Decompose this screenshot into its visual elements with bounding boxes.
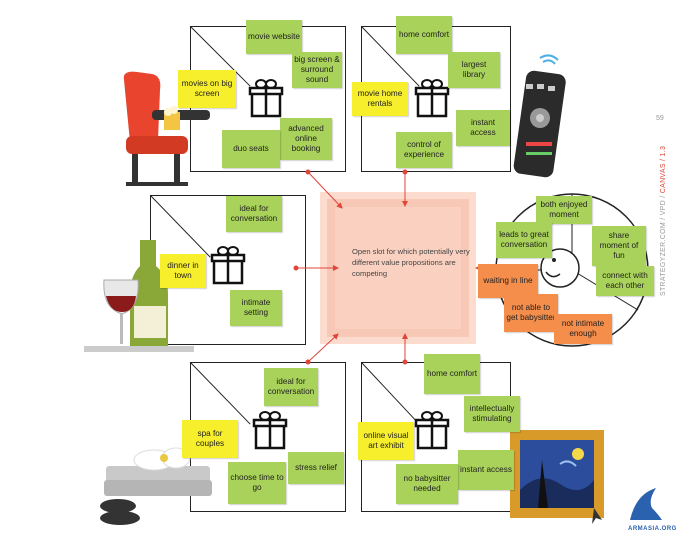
box-diagonal bbox=[151, 196, 211, 258]
note-no-babysitter-pain: not able to get babysitter bbox=[504, 294, 558, 332]
open-slot bbox=[320, 192, 476, 344]
gift-icon bbox=[210, 246, 246, 285]
wine-icon bbox=[84, 240, 194, 352]
gift-icon bbox=[248, 79, 284, 118]
note-waiting-in-line: waiting in line bbox=[478, 264, 538, 298]
note-advanced-booking: advanced online booking bbox=[280, 118, 332, 160]
note-movie-home-rentals: movie home rentals bbox=[352, 82, 408, 116]
page-number: 59 bbox=[656, 115, 664, 122]
box-diagonal bbox=[191, 363, 251, 425]
note-movie-website: movie website bbox=[246, 20, 302, 54]
gift-icon bbox=[414, 411, 450, 450]
open-slot-text: Open slot for which potentially very dif… bbox=[352, 247, 470, 278]
note-stress-relief: stress relief bbox=[288, 452, 344, 484]
note-online-art-exhibit: online visual art exhibit bbox=[358, 422, 414, 460]
note-duo-seats: duo seats bbox=[222, 130, 280, 168]
note-intellectually-stimulating: intellectually stimulating bbox=[464, 396, 520, 432]
box-diagonal bbox=[362, 27, 420, 87]
note-dinner-in-town: dinner in town bbox=[160, 254, 206, 288]
note-instant-access: instant access bbox=[456, 110, 510, 146]
note-connect-each-other: connect with each other bbox=[596, 266, 654, 296]
note-ideal-conversation-2: ideal for conversation bbox=[264, 368, 318, 406]
note-intimate-setting: intimate setting bbox=[230, 290, 282, 326]
brand-text: ARMASIA.ORG bbox=[628, 526, 677, 532]
spa-stones-icon bbox=[100, 447, 212, 525]
note-share-fun: share moment of fun bbox=[592, 226, 646, 266]
gift-icon bbox=[414, 79, 450, 118]
note-no-babysitter: no babysitter needed bbox=[396, 464, 458, 504]
note-control-experience: control of experience bbox=[396, 132, 452, 168]
note-great-conversation: leads to great conversation bbox=[496, 222, 552, 258]
remote-control-icon bbox=[513, 54, 566, 178]
note-largest-library: largest library bbox=[448, 52, 500, 88]
note-ideal-conversation: ideal for conversation bbox=[226, 196, 282, 232]
cinema-seat-icon bbox=[123, 71, 210, 186]
note-spa-couples: spa for couples bbox=[182, 420, 238, 458]
note-home-comfort-2: home comfort bbox=[424, 354, 480, 394]
starry-night-painting-icon bbox=[510, 430, 604, 524]
note-big-screen-surround: big screen & surround sound bbox=[292, 52, 342, 88]
note-movies-big-screen: movies on big screen bbox=[178, 70, 236, 108]
note-instant-access-2: instant access bbox=[458, 450, 514, 490]
brand-logo-icon bbox=[630, 488, 662, 520]
side-label: STRATEGYZER.COM / VPD / CANVAS / 1.3 bbox=[660, 145, 667, 296]
gift-icon bbox=[252, 411, 288, 450]
note-not-intimate: not intimate enough bbox=[554, 314, 612, 344]
box-diagonal bbox=[191, 27, 251, 87]
note-home-comfort: home comfort bbox=[396, 16, 452, 54]
face-icon bbox=[540, 248, 580, 288]
note-both-enjoyed: both enjoyed moment bbox=[536, 196, 592, 224]
box-diagonal bbox=[362, 363, 420, 425]
note-choose-time: choose time to go bbox=[228, 462, 286, 504]
